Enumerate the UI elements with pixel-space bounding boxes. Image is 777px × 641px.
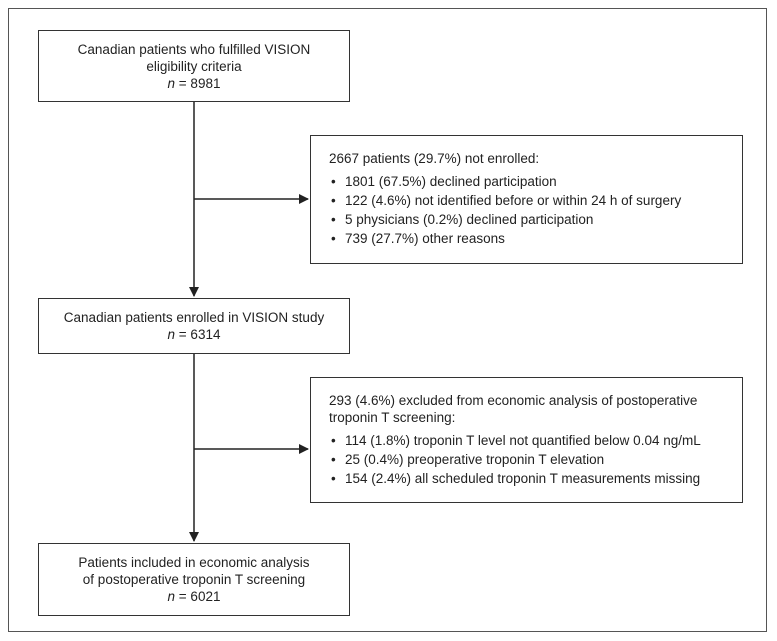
bullet-glyph: • [331, 212, 336, 227]
included-patients-box: Patients included in economic analysis o… [38, 543, 350, 616]
enrolled-n-value: = 6314 [175, 327, 221, 342]
list-item: •122 (4.6%) not identified before or wit… [331, 193, 682, 208]
figure-frame [8, 8, 767, 632]
n-symbol: n [167, 589, 176, 604]
n-symbol: n [167, 75, 176, 91]
excluded-heading-line-2: troponin T screening: [329, 410, 456, 425]
list-item: •739 (27.7%) other reasons [331, 231, 505, 246]
enrolled-n: n = 6314 [168, 326, 221, 343]
eligible-n: n = 8981 [168, 75, 221, 92]
bullet-glyph: • [331, 471, 336, 486]
eligible-n-value: = 8981 [175, 75, 221, 91]
n-symbol: n [167, 327, 176, 342]
list-item: •25 (0.4%) preoperative troponin T eleva… [331, 452, 605, 467]
list-item: •154 (2.4%) all scheduled troponin T mea… [331, 471, 701, 486]
list-item: •5 physicians (0.2%) declined participat… [331, 212, 594, 227]
not-enrolled-heading: 2667 patients (29.7%) not enrolled: [329, 151, 540, 166]
excluded-heading-line-1: 293 (4.6%) excluded from economic analys… [329, 393, 698, 408]
enrolled-patients-box: Canadian patients enrolled in VISION stu… [38, 298, 350, 354]
list-item: •1801 (67.5%) declined participation [331, 174, 557, 189]
list-item: •114 (1.8%) troponin T level not quantif… [331, 433, 701, 448]
included-line-1: Patients included in economic analysis [78, 555, 310, 570]
eligible-line-2: eligibility criteria [146, 58, 242, 74]
not-enrolled-list: •1801 (67.5%) declined participation •12… [329, 173, 728, 248]
included-n: n = 6021 [168, 588, 221, 605]
excluded-list: •114 (1.8%) troponin T level not quantif… [329, 432, 728, 488]
included-n-value: = 6021 [175, 589, 221, 604]
bullet-glyph: • [331, 193, 336, 208]
bullet-glyph: • [331, 433, 336, 448]
bullet-glyph: • [331, 174, 336, 189]
not-enrolled-box: 2667 patients (29.7%) not enrolled: •180… [310, 135, 743, 264]
bullet-glyph: • [331, 452, 336, 467]
enrolled-line-1: Canadian patients enrolled in VISION stu… [63, 310, 325, 325]
eligible-patients-box: Canadian patients who fulfilled VISION e… [38, 30, 350, 102]
bullet-glyph: • [331, 231, 336, 246]
included-line-2: of postoperative troponin T screening [82, 572, 306, 587]
excluded-box: 293 (4.6%) excluded from economic analys… [310, 377, 743, 503]
eligible-line-1: Canadian patients who fulfilled VISION [77, 41, 311, 57]
